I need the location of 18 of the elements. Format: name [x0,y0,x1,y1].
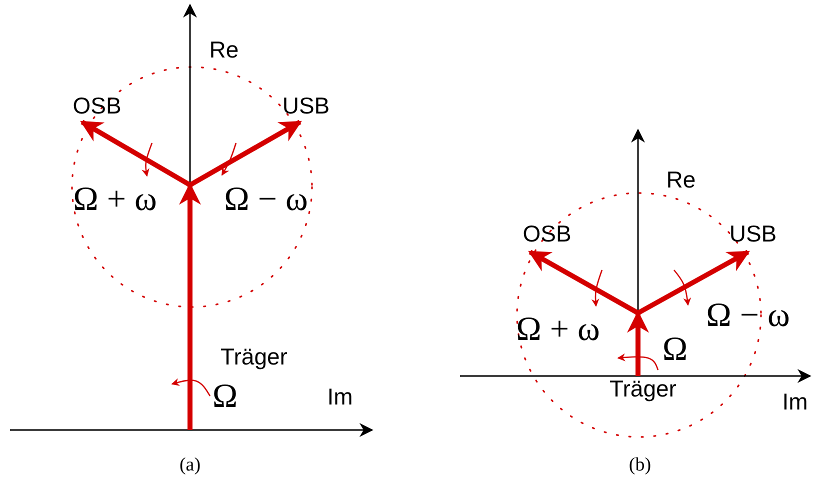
axis-label: Im [327,386,353,408]
math-label: Ω [212,380,238,414]
math-label: Ω [662,333,688,367]
axis-label: Re [209,38,239,62]
axis-label: OSB [72,94,122,118]
math-label: Ω + ω [516,313,600,347]
axis-label: USB [729,222,777,246]
axis-label: USB [282,94,330,118]
panel-caption: (a) [179,456,201,474]
math-label: Ω + ω [73,183,157,217]
axis-label: Träger [610,378,676,400]
math-label: Ω − ω [224,183,308,217]
panel-caption: (b) [628,456,652,474]
math-label: Ω − ω [706,299,790,333]
axis-label: OSB [522,222,572,246]
axis-label: Re [666,168,696,192]
axis-label: Träger [220,346,288,368]
axis-label: Im [782,390,808,414]
